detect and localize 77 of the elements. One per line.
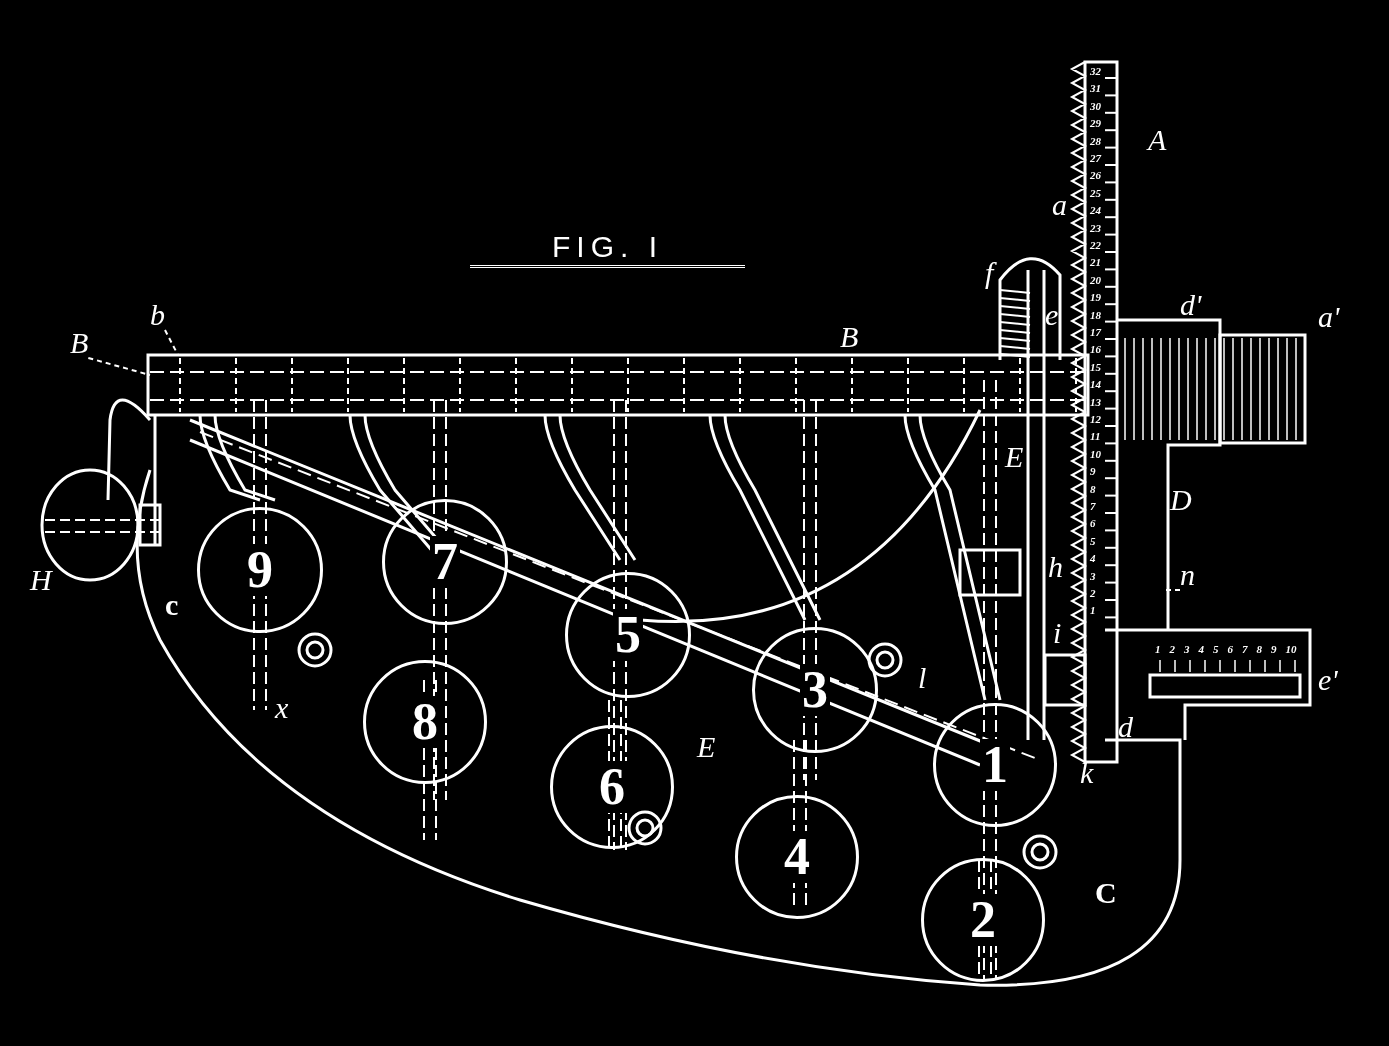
scale-number: 19 xyxy=(1090,292,1101,304)
numbered-key: 2 xyxy=(921,858,1045,982)
scale-number: 6 xyxy=(1227,644,1233,655)
reference-letter: n xyxy=(1180,560,1195,590)
scale-number: 17 xyxy=(1090,327,1101,338)
leader-line xyxy=(164,329,179,356)
scale-number: 8 xyxy=(1256,644,1262,655)
scale-number: 9 xyxy=(1090,466,1096,478)
scale-number: 14 xyxy=(1090,379,1101,391)
scale-number: 15 xyxy=(1090,361,1101,373)
reference-letter: a xyxy=(1052,190,1067,220)
reference-letter: d xyxy=(1118,712,1133,742)
leader-line xyxy=(87,357,151,376)
scale-number: 32 xyxy=(1090,66,1101,77)
reference-letter: E xyxy=(1005,442,1024,472)
scale-number: 6 xyxy=(1090,518,1096,530)
reference-letter: x xyxy=(275,693,289,723)
scale-number: 7 xyxy=(1242,644,1248,655)
scale-number: 8 xyxy=(1090,483,1096,495)
scale-number: 4 xyxy=(1198,644,1204,655)
scale-number: 26 xyxy=(1090,170,1101,182)
scale-number: 18 xyxy=(1090,309,1101,321)
reference-letter: c xyxy=(165,590,179,620)
reference-letter: B xyxy=(70,328,89,358)
reference-letter: h xyxy=(1048,552,1063,582)
figure-title: FIG. I xyxy=(470,232,745,268)
leader-line xyxy=(1164,589,1181,591)
scale-number: 10 xyxy=(1285,644,1297,655)
scale-number: 29 xyxy=(1090,118,1101,130)
numbered-key: 1 xyxy=(933,703,1057,827)
scale-number: 31 xyxy=(1090,83,1101,95)
numbered-key: 5 xyxy=(565,572,691,698)
scale-number: 20 xyxy=(1090,274,1101,286)
scale-number: 1 xyxy=(1155,644,1161,655)
reference-letter: k xyxy=(1080,758,1094,788)
scale-number: 1 xyxy=(1090,605,1096,617)
reference-letter: D xyxy=(1170,485,1192,515)
scale-number: 30 xyxy=(1090,100,1101,112)
reference-letter: E xyxy=(697,732,716,762)
reference-letter: A xyxy=(1148,125,1167,155)
scale-number: 4 xyxy=(1090,553,1096,565)
reference-letter: e' xyxy=(1318,665,1338,695)
numbered-key: 8 xyxy=(363,660,487,784)
numbered-key: 4 xyxy=(735,795,859,919)
scale-number: 22 xyxy=(1090,240,1101,251)
scale-number: 16 xyxy=(1090,344,1101,356)
reference-letter: C xyxy=(1095,878,1117,908)
scale-number: 10 xyxy=(1090,448,1101,460)
scale-number: 3 xyxy=(1090,570,1096,582)
reference-letter: B xyxy=(840,322,859,352)
reference-letter: i xyxy=(1053,618,1062,648)
scale-number: 13 xyxy=(1090,396,1101,408)
scale-number: 21 xyxy=(1090,257,1101,269)
scale-number: 11 xyxy=(1090,431,1101,443)
reference-letter: a' xyxy=(1318,302,1340,332)
scale-number: 3 xyxy=(1184,644,1190,655)
reference-letter: l xyxy=(918,663,927,693)
reference-letter: H xyxy=(30,565,52,595)
scale-number: 5 xyxy=(1213,644,1219,655)
reference-letter: e xyxy=(1045,300,1059,330)
scale-number: 27 xyxy=(1090,153,1101,164)
scale-number: 5 xyxy=(1090,535,1096,547)
reference-letter: d' xyxy=(1180,290,1202,320)
scale-number: 23 xyxy=(1090,222,1101,234)
scale-number: 2 xyxy=(1169,644,1175,655)
numbered-key: 3 xyxy=(752,627,878,753)
scale-number: 7 xyxy=(1090,501,1096,512)
scale-number: 25 xyxy=(1090,187,1101,199)
scale-number: 2 xyxy=(1090,588,1096,599)
scale-number: 24 xyxy=(1090,205,1101,217)
numbered-key: 7 xyxy=(382,499,508,625)
numbered-key: 6 xyxy=(550,725,674,849)
scale-number: 9 xyxy=(1271,644,1277,655)
numbered-key: 9 xyxy=(197,507,323,633)
scale-number: 12 xyxy=(1090,414,1101,425)
scale-number: 28 xyxy=(1090,135,1101,147)
reference-letter: b xyxy=(150,300,165,330)
